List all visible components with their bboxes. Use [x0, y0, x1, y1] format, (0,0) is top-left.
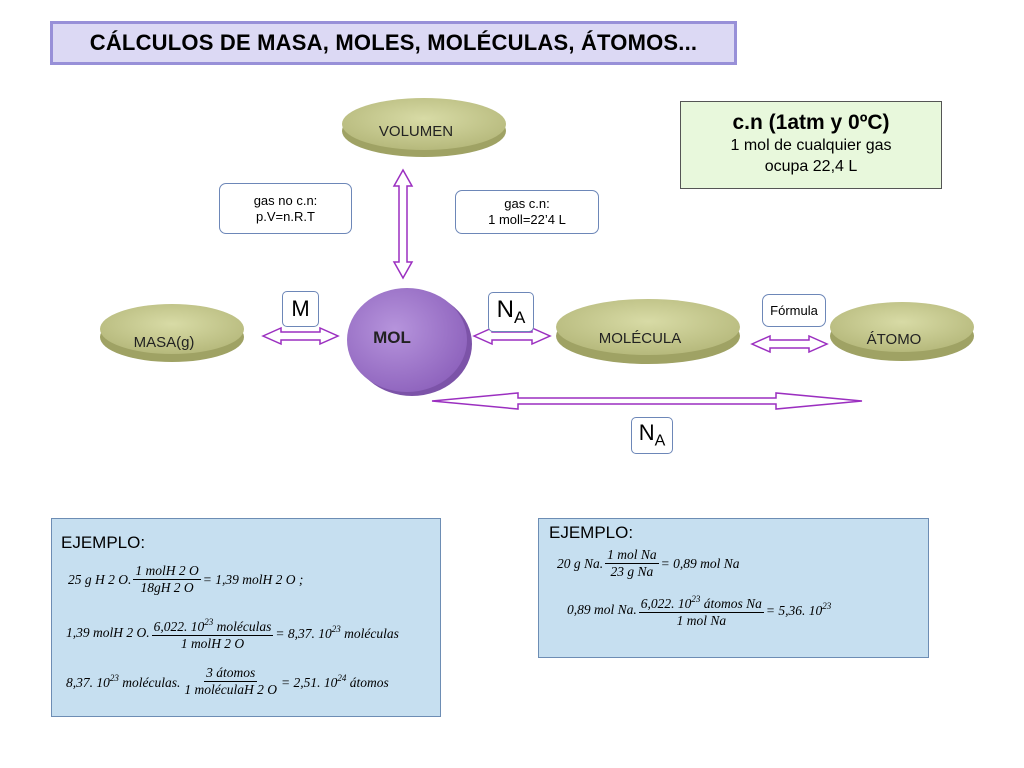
atomo-node: ÁTOMO	[830, 302, 974, 361]
na-symbol-bottom: NA	[638, 420, 666, 450]
gas-cn-line-2: 1 moll=22’4 L	[488, 212, 566, 227]
molar-mass-symbol: M	[282, 291, 319, 327]
volumen-node: VOLUMEN	[342, 98, 506, 157]
mol-volumen-arrow	[392, 168, 414, 280]
na-symbol-top: NA	[496, 296, 526, 327]
cn-line-2: ocupa 22,4 L	[764, 158, 858, 175]
gas-no-cn-callout: gas no c.n: p.V=n.R.T	[219, 183, 352, 234]
masa-mol-arrow	[261, 326, 340, 346]
example-1-heading: EJEMPLO:	[61, 533, 146, 552]
m-symbol: M	[291, 296, 310, 321]
avogadro-symbol-top: NA	[488, 292, 534, 332]
mol-label: MOL	[373, 328, 411, 347]
standard-conditions-box: c.n (1atm y 0ºC) 1 mol de cualquier gas …	[680, 101, 942, 189]
gas-no-cn-line-1: gas no c.n:	[253, 192, 318, 208]
avogadro-symbol-bottom: NA	[631, 417, 673, 454]
cn-line-1: 1 mol de cualquier gas	[730, 137, 892, 154]
example-2-heading: EJEMPLO:	[549, 523, 634, 542]
mol-atomo-long-arrow	[431, 392, 863, 410]
title-text: CÁLCULOS DE MASA, MOLES, MOLÉCULAS, ÁTOM…	[89, 30, 698, 55]
formula-label: Fórmula	[770, 302, 818, 318]
atomo-label: ÁTOMO	[867, 331, 922, 348]
page-title: CÁLCULOS DE MASA, MOLES, MOLÉCULAS, ÁTOM…	[50, 21, 737, 65]
gas-cn-line-1: gas c.n:	[504, 196, 550, 211]
gas-no-cn-line-2: p.V=n.R.T	[256, 208, 315, 224]
cn-heading: c.n (1atm y 0ºC)	[732, 111, 890, 134]
volumen-label: VOLUMEN	[379, 123, 453, 140]
masa-node: MASA(g)	[100, 304, 244, 362]
molecula-label: MOLÉCULA	[599, 330, 682, 347]
molecula-node: MOLÉCULA	[556, 299, 740, 364]
formula-callout: Fórmula	[762, 294, 826, 327]
masa-label: MASA(g)	[134, 334, 195, 351]
molecula-atomo-arrow	[750, 334, 829, 354]
gas-cn-callout: gas c.n: 1 moll=22’4 L	[455, 190, 599, 234]
mol-node: MOL	[347, 288, 472, 396]
